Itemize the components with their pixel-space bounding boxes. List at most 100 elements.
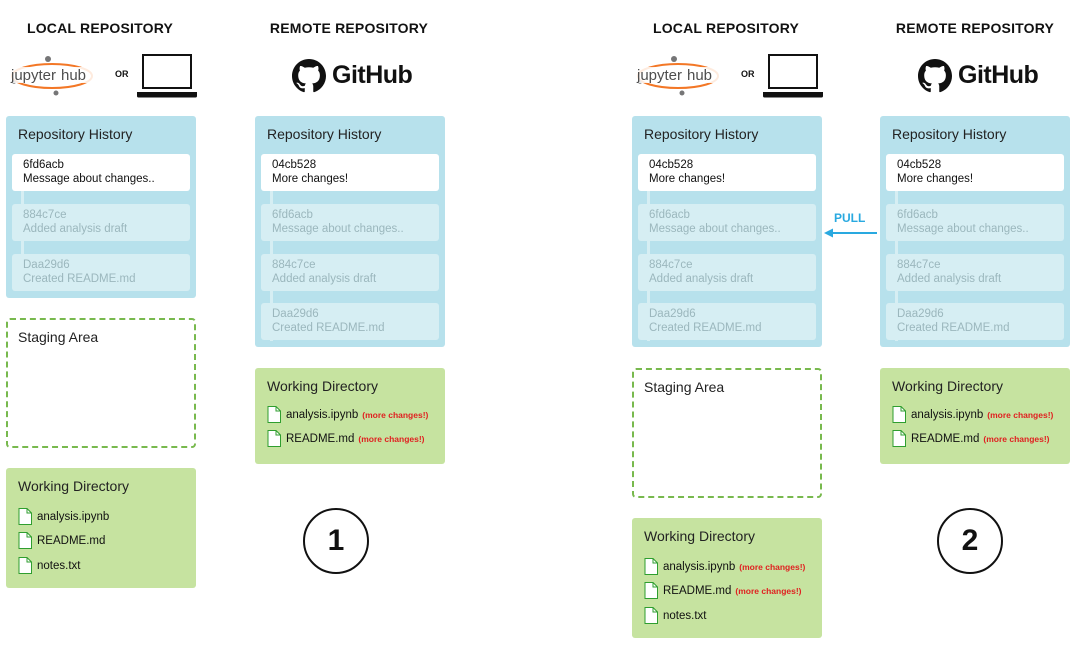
pull-label: PULL: [834, 211, 866, 225]
jupyterhub-logo: jupyter hub: [632, 52, 724, 98]
file-icon: [18, 557, 32, 574]
commit-hash: Daa29d6: [23, 259, 70, 271]
commit-card: Daa29d6 Created README.md: [12, 254, 190, 291]
remote-repo-heading: REMOTE REPOSITORY: [269, 20, 429, 36]
github-logo: GitHub: [918, 58, 1039, 94]
remote-working-directory: Working Directory analysis.ipynb(more ch…: [880, 368, 1070, 464]
commit-card: 04cb528 More changes!: [886, 154, 1064, 191]
commit-message: More changes!: [649, 173, 726, 185]
change-note: (more changes!): [983, 434, 1050, 444]
commit-card: 04cb528 More changes!: [638, 154, 816, 191]
commit-hash: 04cb528: [649, 159, 694, 171]
local-repository-history: Repository History 04cb528 More changes!…: [632, 116, 822, 347]
commit-hash: 6fd6acb: [272, 209, 313, 221]
local-repo-heading: LOCAL REPOSITORY: [26, 20, 174, 36]
commit-message: Created README.md: [897, 322, 1010, 334]
panel-title: Repository History: [892, 126, 1007, 142]
commit-hash: Daa29d6: [897, 308, 944, 320]
file-name: README.md: [911, 433, 980, 445]
remote-repo-heading: REMOTE REPOSITORY: [895, 20, 1055, 36]
commit-card: 04cb528 More changes!: [261, 154, 439, 191]
pull-arrow-icon: [824, 226, 878, 238]
panel-title: Working Directory: [267, 378, 378, 394]
change-note: (more changes!): [362, 410, 429, 420]
file-name: README.md: [37, 535, 106, 547]
commit-message: More changes!: [897, 173, 974, 185]
commit-message: Created README.md: [272, 322, 385, 334]
commit-card: 6fd6acb Message about changes..: [12, 154, 190, 191]
file-icon: [644, 582, 658, 599]
staging-area: Staging Area: [632, 368, 822, 498]
panel-title: Working Directory: [18, 478, 129, 494]
panel-title: Repository History: [267, 126, 382, 142]
commit-hash: Daa29d6: [649, 308, 696, 320]
or-label: OR: [115, 69, 129, 79]
panel-title: Staging Area: [18, 329, 99, 345]
github-logo: GitHub: [292, 58, 413, 94]
panel-title: Repository History: [18, 126, 133, 142]
commit-card: 884c7ce Added analysis draft: [886, 254, 1064, 291]
remote-repository-history: Repository History 04cb528 More changes!…: [255, 116, 445, 347]
local-repository-history: Repository History 6fd6acb Message about…: [6, 116, 196, 298]
file-icon: [18, 532, 32, 549]
commit-card: 884c7ce Added analysis draft: [638, 254, 816, 291]
svg-text:jupyter: jupyter: [636, 67, 682, 84]
file-name: README.md: [286, 433, 355, 445]
github-octocat-icon: [918, 59, 952, 93]
panel-title: Staging Area: [644, 379, 725, 395]
svg-text:hub: hub: [61, 67, 86, 84]
commit-card: Daa29d6 Created README.md: [638, 303, 816, 340]
file-icon: [18, 508, 32, 525]
file-name: notes.txt: [37, 560, 81, 572]
laptop-icon: [763, 54, 823, 98]
file-icon: [267, 430, 281, 447]
commit-card: 6fd6acb Message about changes..: [638, 204, 816, 241]
change-note: (more changes!): [735, 586, 802, 596]
commit-hash: 6fd6acb: [23, 159, 64, 171]
file-icon: [644, 607, 658, 624]
commit-message: Added analysis draft: [649, 273, 754, 285]
github-wordmark: GitHub: [332, 61, 413, 89]
step-number: 1: [303, 508, 369, 574]
step-number: 2: [937, 508, 1003, 574]
staging-area: Staging Area: [6, 318, 196, 448]
file-icon: [892, 406, 906, 423]
github-octocat-icon: [292, 59, 326, 93]
commit-card: Daa29d6 Created README.md: [261, 303, 439, 340]
commit-hash: 884c7ce: [272, 259, 316, 271]
commit-hash: 884c7ce: [649, 259, 693, 271]
commit-message: Message about changes..: [272, 223, 404, 235]
commit-message: Added analysis draft: [897, 273, 1002, 285]
github-wordmark: GitHub: [958, 61, 1039, 89]
change-note: (more changes!): [358, 434, 425, 444]
remote-working-directory: Working Directory analysis.ipynb(more ch…: [255, 368, 445, 464]
commit-hash: Daa29d6: [272, 308, 319, 320]
panel-title: Working Directory: [892, 378, 1003, 394]
commit-hash: 6fd6acb: [897, 209, 938, 221]
or-label: OR: [741, 69, 755, 79]
file-name: notes.txt: [663, 610, 707, 622]
change-note: (more changes!): [739, 562, 806, 572]
commit-message: More changes!: [272, 173, 349, 185]
file-name: analysis.ipynb: [911, 409, 984, 421]
commit-hash: 04cb528: [897, 159, 942, 171]
commit-hash: 884c7ce: [23, 209, 67, 221]
file-name: analysis.ipynb: [663, 561, 736, 573]
commit-card: 6fd6acb Message about changes..: [261, 204, 439, 241]
commit-message: Added analysis draft: [23, 223, 128, 235]
commit-message: Created README.md: [23, 273, 136, 285]
file-icon: [267, 406, 281, 423]
file-name: analysis.ipynb: [286, 409, 359, 421]
laptop-icon: [137, 54, 197, 98]
file-name: analysis.ipynb: [37, 511, 110, 523]
file-name: README.md: [663, 585, 732, 597]
history-rail: [21, 191, 24, 291]
commit-message: Message about changes..: [897, 223, 1029, 235]
commit-hash: 6fd6acb: [649, 209, 690, 221]
svg-text:jupyter: jupyter: [10, 67, 56, 84]
commit-message: Created README.md: [649, 322, 762, 334]
commit-card: Daa29d6 Created README.md: [886, 303, 1064, 340]
local-working-directory: Working Directory analysis.ipynb README.…: [6, 468, 196, 588]
commit-message: Added analysis draft: [272, 273, 377, 285]
change-note: (more changes!): [987, 410, 1054, 420]
